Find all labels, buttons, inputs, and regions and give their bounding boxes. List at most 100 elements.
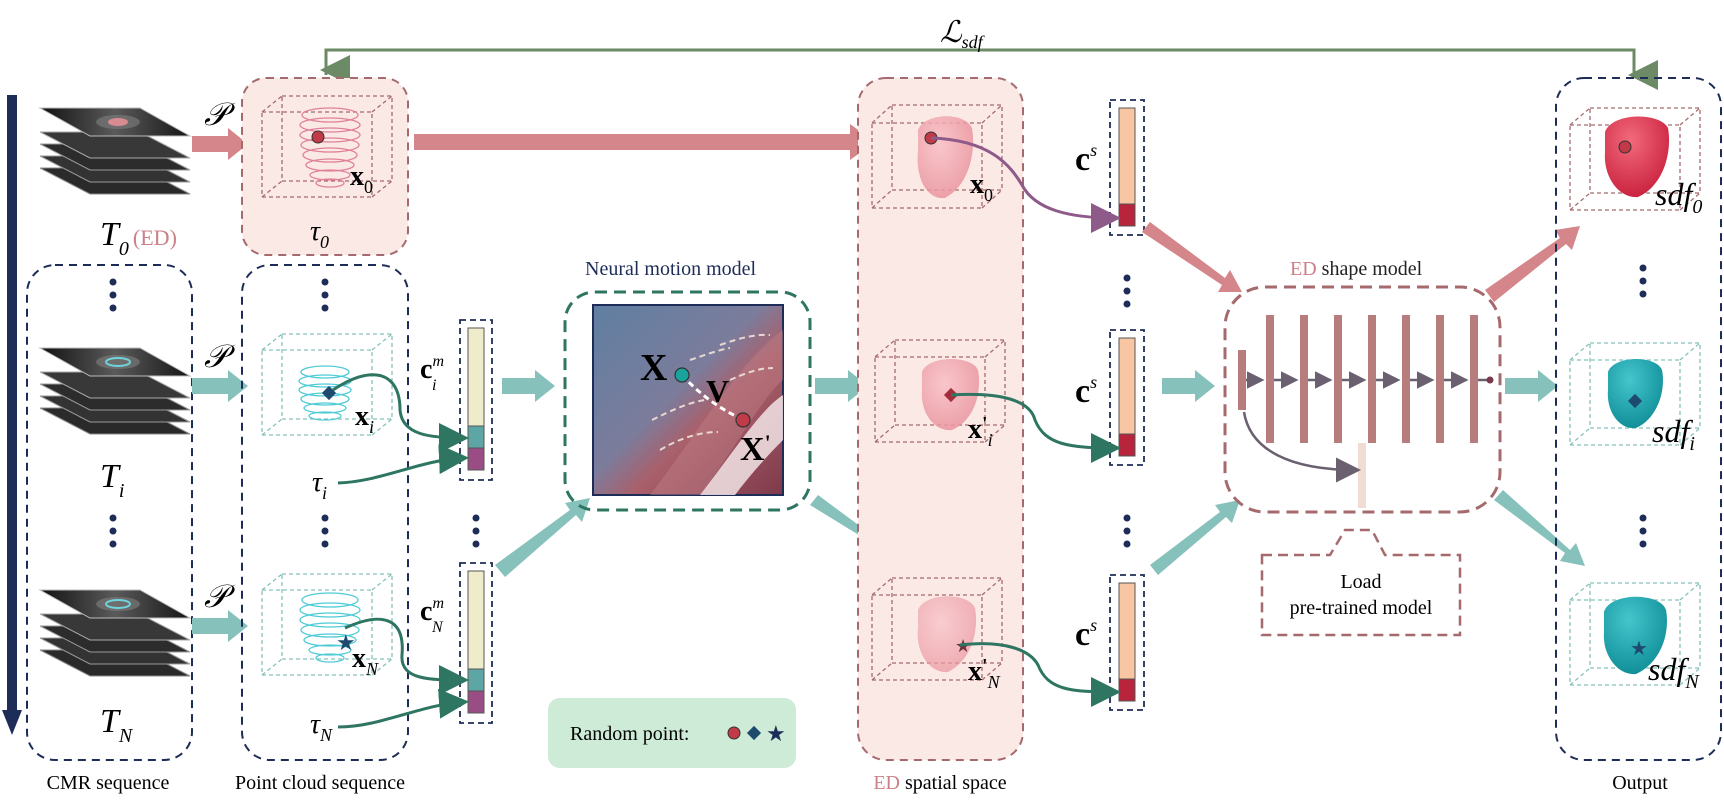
xi-label: xi bbox=[355, 401, 374, 437]
wireframe-box-t0 bbox=[261, 95, 393, 198]
random-point-circle bbox=[1618, 140, 1632, 154]
output-heart-n bbox=[1603, 596, 1667, 675]
cs-label-i: cs bbox=[1075, 372, 1097, 410]
spatial-to-code-connector-0 bbox=[930, 136, 1121, 233]
wireframe-box-tn bbox=[261, 573, 393, 676]
loss-label: ℒsdf bbox=[940, 16, 986, 52]
cmr-stack-tn bbox=[38, 589, 192, 677]
motion-xprime-label: X' bbox=[740, 430, 771, 468]
point-cloud-sequence-label: Point cloud sequence bbox=[235, 772, 405, 794]
output-heart-0 bbox=[1604, 116, 1670, 198]
ti-label: Ti bbox=[100, 458, 124, 502]
random-point-diamond bbox=[321, 385, 337, 401]
projection-label-i: 𝒫 bbox=[204, 338, 236, 374]
shape-model-frame bbox=[1223, 285, 1502, 514]
shape-to-output-arrow-i bbox=[1505, 370, 1558, 402]
wireframe-box-spatial-n bbox=[871, 577, 1003, 681]
ed-heart-n bbox=[917, 596, 977, 673]
random-point-star: ★ bbox=[336, 630, 356, 655]
random-point-star: ★ bbox=[1630, 638, 1648, 660]
shape-code-0 bbox=[1109, 99, 1145, 236]
vertical-ellipsis bbox=[321, 278, 329, 548]
taun-label: τN bbox=[310, 709, 333, 745]
motion-x-label: X bbox=[640, 347, 667, 389]
tn-label: TN bbox=[100, 703, 134, 747]
spatial-xn-label: x'N bbox=[968, 655, 1001, 692]
loss-feedback-arrow bbox=[324, 48, 1658, 90]
projection-label-0: 𝒫 bbox=[204, 96, 236, 132]
cmr-stack-ti bbox=[38, 347, 192, 435]
code-to-shape-arrow-i bbox=[1162, 370, 1215, 402]
code-to-shape-arrow-0 bbox=[1142, 222, 1242, 292]
x0-label: x0 bbox=[350, 161, 373, 197]
legend-circle-icon bbox=[727, 726, 741, 740]
point-cloud-rings-t0 bbox=[299, 107, 361, 188]
legend-star-icon: ★ bbox=[766, 721, 786, 746]
spatial-to-code-connector-n bbox=[959, 642, 1121, 707]
cs-label-0: cs bbox=[1075, 140, 1097, 178]
motion-code-n bbox=[459, 562, 493, 724]
motion-field-image bbox=[592, 304, 784, 496]
code-to-shape-arrow-n bbox=[1150, 500, 1240, 575]
random-point-legend bbox=[548, 698, 796, 768]
code-to-motion-arrow-i bbox=[502, 370, 555, 402]
t0-direct-arrow bbox=[414, 124, 875, 160]
cmr-sequence-group bbox=[26, 264, 193, 761]
tau0-label: τ0 bbox=[310, 216, 329, 252]
ed-spatial-space-label: ED spatial space bbox=[873, 772, 1006, 794]
vertical-ellipsis bbox=[472, 514, 480, 548]
network-output-node bbox=[1486, 376, 1494, 384]
sdfi-label: sdfi bbox=[1652, 413, 1695, 455]
legend-diamond-icon bbox=[746, 725, 762, 741]
output-panel bbox=[1555, 77, 1722, 761]
cmr-stack-t0 bbox=[38, 107, 192, 195]
point-cloud-sequence-group bbox=[241, 264, 409, 761]
motion-v-label: V bbox=[706, 373, 729, 409]
pretrained-line1: Load bbox=[1340, 571, 1381, 593]
shape-to-output-arrow-n bbox=[1494, 490, 1585, 566]
motion-model-title: Neural motion model bbox=[585, 258, 757, 280]
random-point-diamond bbox=[1627, 393, 1643, 409]
shape-code-n bbox=[1109, 574, 1145, 711]
point-to-code-connectors bbox=[332, 373, 469, 729]
cmr-sequence-label: CMR sequence bbox=[47, 772, 170, 794]
point-cloud-t0-panel bbox=[241, 77, 409, 256]
motion-code-i bbox=[459, 319, 493, 481]
t0-label: T0(ED) bbox=[100, 216, 177, 260]
code-to-motion-arrow-n bbox=[495, 498, 590, 577]
network-flow-arrows bbox=[1242, 371, 1490, 483]
projection-arrows bbox=[192, 128, 248, 642]
shape-to-output-arrow-0 bbox=[1485, 226, 1580, 302]
legend-label: Random point: bbox=[570, 723, 689, 745]
vertical-ellipsis bbox=[1639, 264, 1647, 548]
point-cloud-rings-tn bbox=[299, 592, 361, 663]
output-heart-i bbox=[1607, 358, 1663, 429]
output-label: Output bbox=[1612, 772, 1668, 794]
vertical-ellipsis bbox=[109, 278, 117, 548]
cs-label-n: cs bbox=[1075, 615, 1097, 653]
spatial-x0-label: x0 bbox=[970, 169, 993, 205]
projection-label-n: 𝒫 bbox=[204, 578, 236, 614]
pretrained-callout bbox=[1260, 528, 1462, 637]
pretrained-line2: pre-trained model bbox=[1290, 597, 1433, 619]
taui-label: τi bbox=[312, 467, 327, 503]
sdfn-label: sdfN bbox=[1648, 651, 1700, 693]
sdf0-label: sdf0 bbox=[1655, 176, 1702, 218]
random-point-circle bbox=[311, 130, 325, 144]
shape-code-i bbox=[1109, 329, 1145, 466]
wireframe-box-output-n bbox=[1569, 582, 1701, 686]
wireframe-box-output-0 bbox=[1569, 107, 1701, 211]
network-layers bbox=[1238, 315, 1478, 508]
spatial-xi-label: x'i bbox=[968, 413, 993, 450]
motion-model-frame bbox=[563, 290, 812, 512]
wireframe-box-spatial-i bbox=[874, 339, 1006, 443]
wireframe-box-ti bbox=[261, 333, 393, 436]
wireframe-box-spatial-0 bbox=[871, 104, 1003, 209]
spatial-to-code-connector-i bbox=[950, 392, 1121, 463]
motion-to-spatial-arrow-i bbox=[815, 370, 868, 402]
xn-label: xN bbox=[352, 643, 379, 679]
